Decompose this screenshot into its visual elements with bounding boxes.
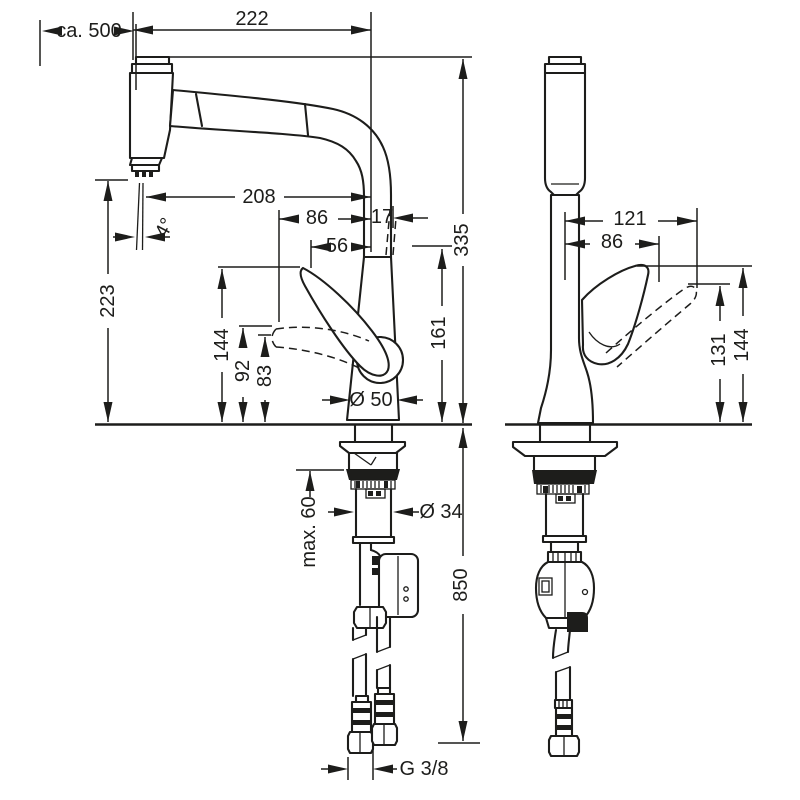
dim-121: 121	[564, 208, 698, 288]
dim-144-side: 144	[637, 265, 753, 422]
dim-92-label: 92	[232, 360, 254, 382]
dim-86-front-label: 86	[306, 207, 328, 229]
spray-angle-detail: 4°	[113, 182, 179, 251]
dim-335: 335	[152, 56, 473, 423]
dim-17: 17	[371, 206, 428, 228]
dim-144-front-label: 144	[211, 328, 233, 361]
supply-hose-left	[351, 626, 368, 698]
side-column	[536, 193, 595, 425]
lever-position-dashed	[271, 326, 370, 370]
spout-seam	[194, 92, 204, 128]
dim-850: 850	[438, 428, 480, 744]
dim-ca500: ca. 500	[39, 20, 137, 90]
lever-raised-dashed	[385, 209, 397, 256]
dim-223: 223	[95, 179, 128, 422]
dim-g38: G 3/8	[321, 749, 448, 780]
front-undercounter-assembly	[338, 423, 420, 755]
dim-144-side-label: 144	[731, 328, 753, 361]
dim-131: 131	[688, 283, 730, 422]
dim-144-front: 144	[211, 266, 300, 422]
dim-92: 92	[232, 325, 272, 422]
dim-86-side: 86	[565, 231, 660, 282]
dim-850-label: 850	[450, 568, 472, 601]
side-seal-ring	[532, 470, 597, 484]
side-lever-handle	[580, 263, 650, 366]
dim-dia34: Ø 34	[328, 501, 463, 523]
dim-223-label: 223	[97, 284, 119, 317]
side-lever-open-dashed	[605, 285, 698, 368]
dim-83-label: 83	[254, 365, 276, 387]
dim-max60-label: max. 60	[298, 496, 320, 567]
hose-connector-left	[346, 694, 375, 755]
side-view	[511, 55, 698, 758]
dim-222: 222	[132, 8, 372, 252]
dim-161-label: 161	[428, 316, 450, 349]
dim-131-label: 131	[708, 333, 730, 366]
dim-86-front: 86	[278, 207, 371, 322]
dim-g38-label: G 3/8	[400, 758, 449, 780]
side-supply-hose	[551, 628, 572, 702]
dim-17-label: 17	[371, 206, 393, 228]
dim-dia34-label: Ø 34	[419, 501, 462, 523]
spout-arm	[168, 88, 393, 259]
dim-max60: max. 60	[296, 469, 344, 568]
hose-elbow	[567, 612, 588, 632]
dim-dia50-label: Ø 50	[349, 389, 392, 411]
spout-joint-seam	[303, 102, 310, 137]
dim-dia50: Ø 50	[322, 389, 423, 411]
dim-222-label: 222	[235, 8, 268, 30]
side-thread-hatching	[540, 485, 586, 493]
escutcheon	[338, 440, 407, 455]
dim-208-label: 208	[242, 186, 275, 208]
dim-161: 161	[412, 245, 452, 422]
sprayhead-body	[128, 71, 175, 160]
lever-handle	[299, 266, 390, 377]
side-hose-connector	[547, 698, 581, 758]
dim-83: 83	[254, 334, 276, 422]
dim-56-label: 56	[326, 235, 348, 257]
dim-121-label: 121	[613, 208, 646, 230]
supply-hose-right	[375, 615, 392, 690]
side-escutcheon	[511, 440, 619, 458]
side-undercounter-assembly	[511, 423, 619, 758]
side-sprayhead-body	[543, 71, 587, 197]
hose-connector-right	[370, 686, 399, 747]
dim-208: 208	[146, 186, 371, 208]
mounting-seal-ring	[346, 469, 400, 480]
front-view: 4°	[113, 55, 420, 755]
dim-56: 56	[310, 235, 371, 268]
dim-335-label: 335	[451, 223, 473, 256]
dim-ca500-label: ca. 500	[56, 20, 122, 42]
dim-86-side-label: 86	[601, 231, 623, 253]
